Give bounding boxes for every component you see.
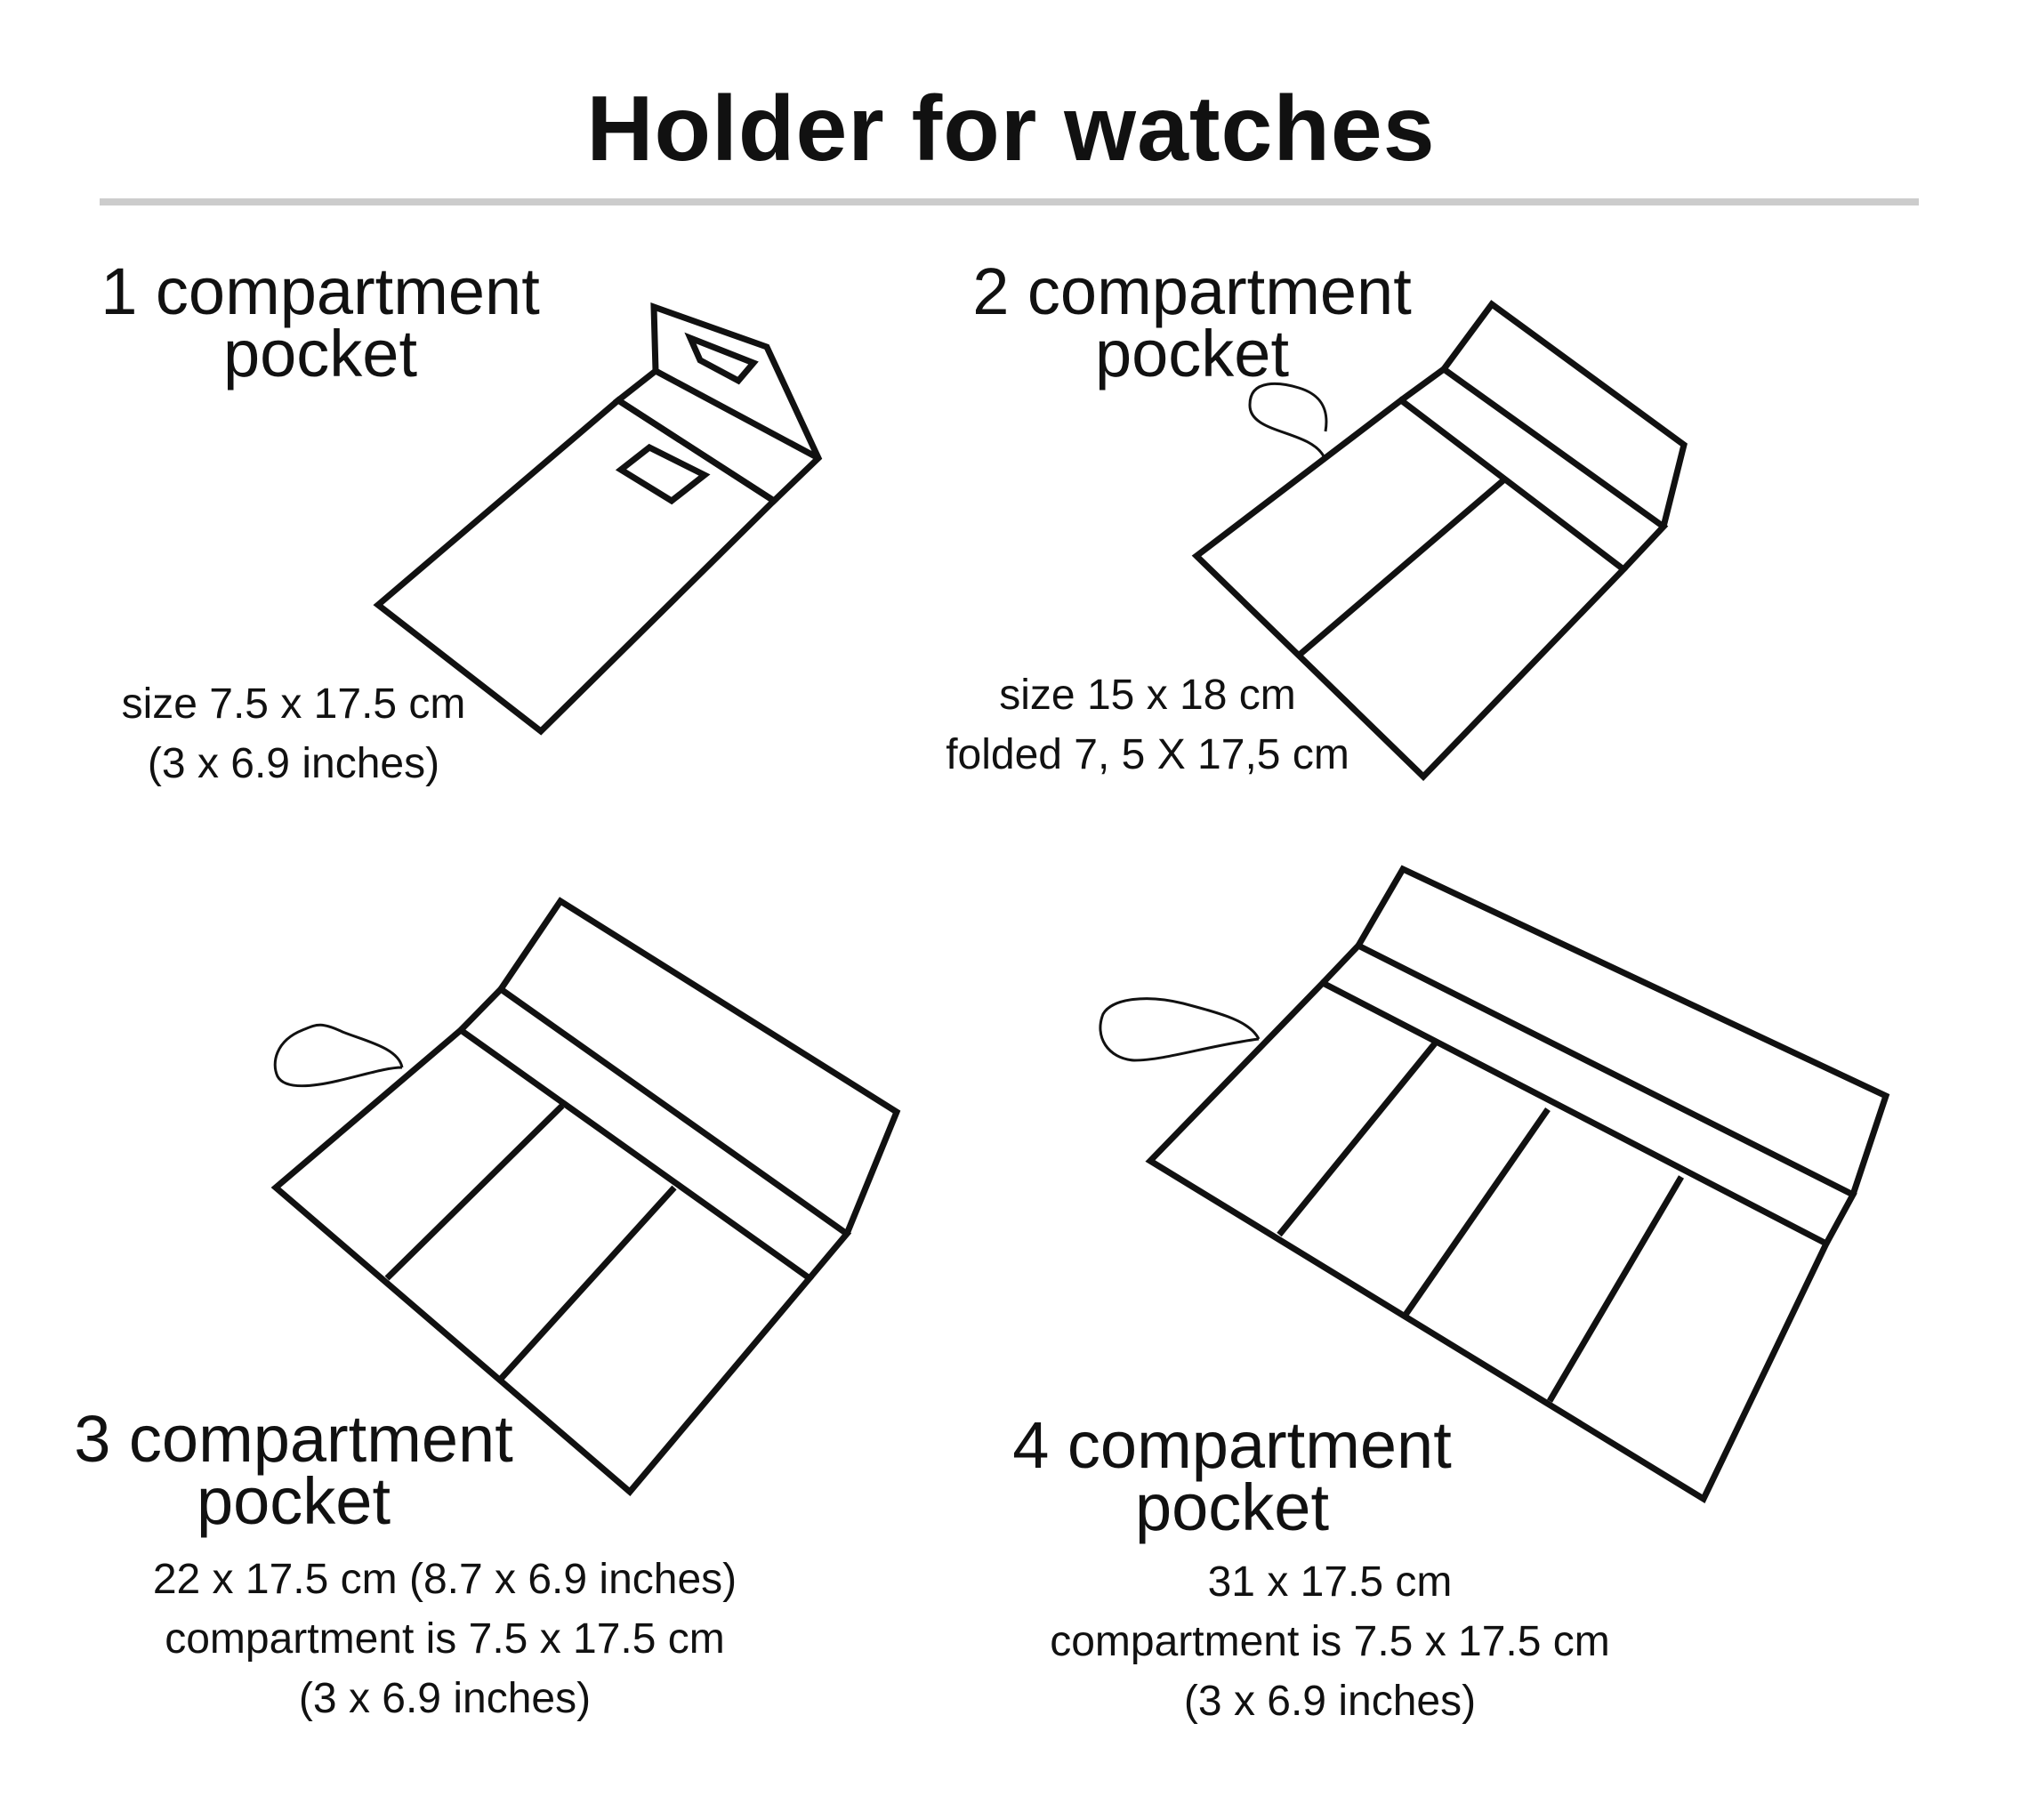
pocket-2-flap	[1441, 300, 1688, 527]
pocket-3-drawing	[270, 897, 901, 1496]
pocket-4-info-line2: compartment is 7.5 x 17.5 cm	[1050, 1618, 1610, 1665]
pocket-4-band	[1320, 941, 1857, 1245]
pocket-3-info-line1: 22 x 17.5 cm (8.7 x 6.9 inches)	[152, 1556, 737, 1603]
pocket-3-loop	[273, 1023, 404, 1088]
pocket-3-flap	[498, 897, 901, 1236]
page-title: Holder for watches	[586, 77, 1436, 181]
pocket-3-label-line1: 3 compartment	[74, 1402, 513, 1476]
pocket-4-label-line2: pocket	[1134, 1470, 1330, 1544]
pocket-4-loop	[1099, 997, 1261, 1062]
pocket-2-label: 2 compartment pocket	[925, 254, 1459, 391]
pocket-4-drawing	[1099, 865, 1890, 1504]
pocket-3-info-line3: (3 x 6.9 inches)	[298, 1675, 592, 1722]
pocket-2-label-line2: pocket	[1094, 317, 1290, 391]
pocket-2-info-line2: folded 7, 5 X 17,5 cm	[946, 731, 1349, 778]
pocket-1-info-line2: (3 x 6.9 inches)	[147, 740, 440, 787]
pocket-4-divider-2	[1403, 1107, 1551, 1317]
pocket-1-info-line1: size 7.5 x 17.5 cm	[121, 680, 466, 728]
pocket-3-band	[458, 985, 852, 1281]
pocket-1-flap	[612, 302, 823, 505]
pocket-2-info: size 15 x 18 cm folded 7, 5 X 17,5 cm	[898, 665, 1397, 785]
pocket-1-flap-window	[684, 332, 759, 385]
pocket-1-label-line2: pocket	[222, 317, 418, 391]
pocket-4-info-line3: (3 x 6.9 inches)	[1183, 1678, 1477, 1725]
pocket-2-label-line1: 2 compartment	[972, 254, 1412, 328]
pocket-1-body-window	[615, 443, 711, 505]
pocket-2-band	[1398, 365, 1669, 572]
pocket-3-divider-2	[498, 1185, 677, 1381]
pocket-1-drawing	[373, 302, 823, 736]
pocket-3-label-line2: pocket	[196, 1464, 391, 1538]
pocket-1-label-line1: 1 compartment	[101, 254, 540, 328]
pocket-3-info-line2: compartment is 7.5 x 17.5 cm	[165, 1615, 725, 1663]
pocket-4-label: 4 compartment pocket	[965, 1408, 1499, 1544]
pocket-4-body	[1145, 978, 1831, 1504]
pocket-3-label: 3 compartment pocket	[27, 1402, 560, 1538]
pocket-4-info: 31 x 17.5 cm compartment is 7.5 x 17.5 c…	[1001, 1552, 1659, 1731]
pocket-4-label-line1: 4 compartment	[1012, 1408, 1452, 1482]
pocket-2-loop	[1248, 382, 1328, 457]
pocket-1-info: size 7.5 x 17.5 cm (3 x 6.9 inches)	[80, 674, 507, 793]
pocket-2-body	[1191, 396, 1629, 781]
pocket-4-divider-1	[1277, 1041, 1438, 1237]
pocket-3-divider-1	[384, 1103, 565, 1281]
pocket-2-drawing	[1191, 300, 1688, 781]
pocket-4-flap	[1355, 865, 1890, 1196]
pocket-1-fold-line	[654, 367, 820, 462]
pocket-1-body	[373, 396, 779, 736]
pocket-2-info-line1: size 15 x 18 cm	[999, 672, 1296, 719]
pocket-4-info-line1: 31 x 17.5 cm	[1207, 1558, 1453, 1606]
pocket-1-label: 1 compartment pocket	[53, 254, 587, 391]
pocket-4-divider-3	[1546, 1175, 1685, 1403]
pocket-3-info: 22 x 17.5 cm (8.7 x 6.9 inches) compartm…	[116, 1550, 774, 1728]
pocket-3-body	[270, 1026, 815, 1496]
title-divider	[100, 198, 1919, 205]
pocket-2-divider	[1298, 478, 1506, 656]
